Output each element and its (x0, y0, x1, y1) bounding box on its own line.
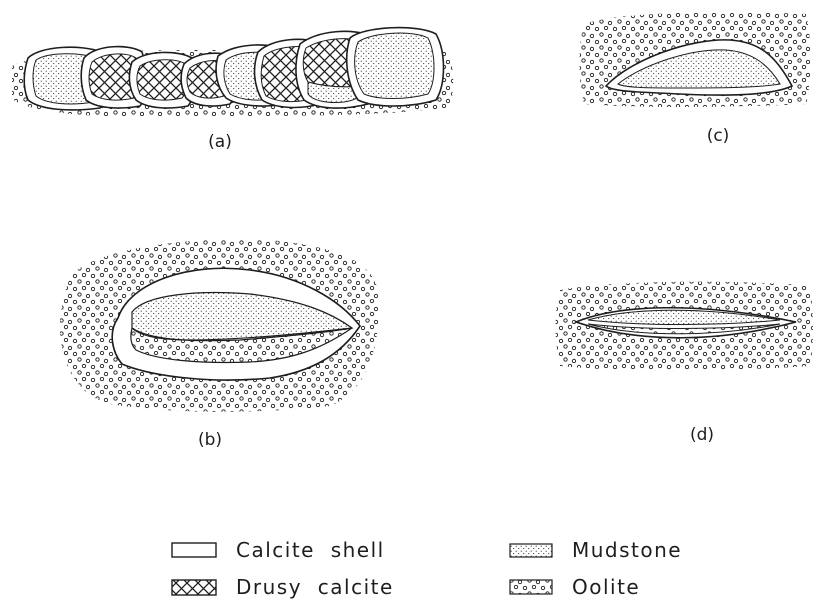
panel-a: (a) (12, 28, 453, 152)
panel-b: (b) (60, 239, 379, 450)
panel-c-label: (c) (707, 126, 730, 146)
drusy-calcite-swatch (172, 580, 216, 595)
panel-d-label: (d) (690, 425, 714, 445)
legend: Calcite shell Drusy calcite Mudstone Ool… (172, 538, 682, 599)
mudstone-swatch (510, 544, 552, 557)
legend-item-drusy-calcite: Drusy calcite (172, 575, 394, 599)
panel-a-shell-8-fill (355, 33, 434, 98)
panel-c: (c) (580, 12, 811, 146)
panel-b-label: (b) (198, 430, 222, 450)
oolite-label: Oolite (572, 575, 640, 599)
calcite-shell-swatch (172, 543, 216, 557)
mudstone-label: Mudstone (572, 538, 682, 562)
panel-d: (d) (556, 282, 814, 445)
calcite-shell-label: Calcite shell (236, 538, 385, 562)
legend-item-calcite-shell: Calcite shell (172, 538, 385, 562)
drusy-calcite-label: Drusy calcite (236, 575, 394, 599)
oolite-swatch (510, 580, 552, 594)
legend-item-mudstone: Mudstone (510, 538, 682, 562)
panel-a-label: (a) (208, 132, 232, 152)
legend-item-oolite: Oolite (510, 575, 640, 599)
